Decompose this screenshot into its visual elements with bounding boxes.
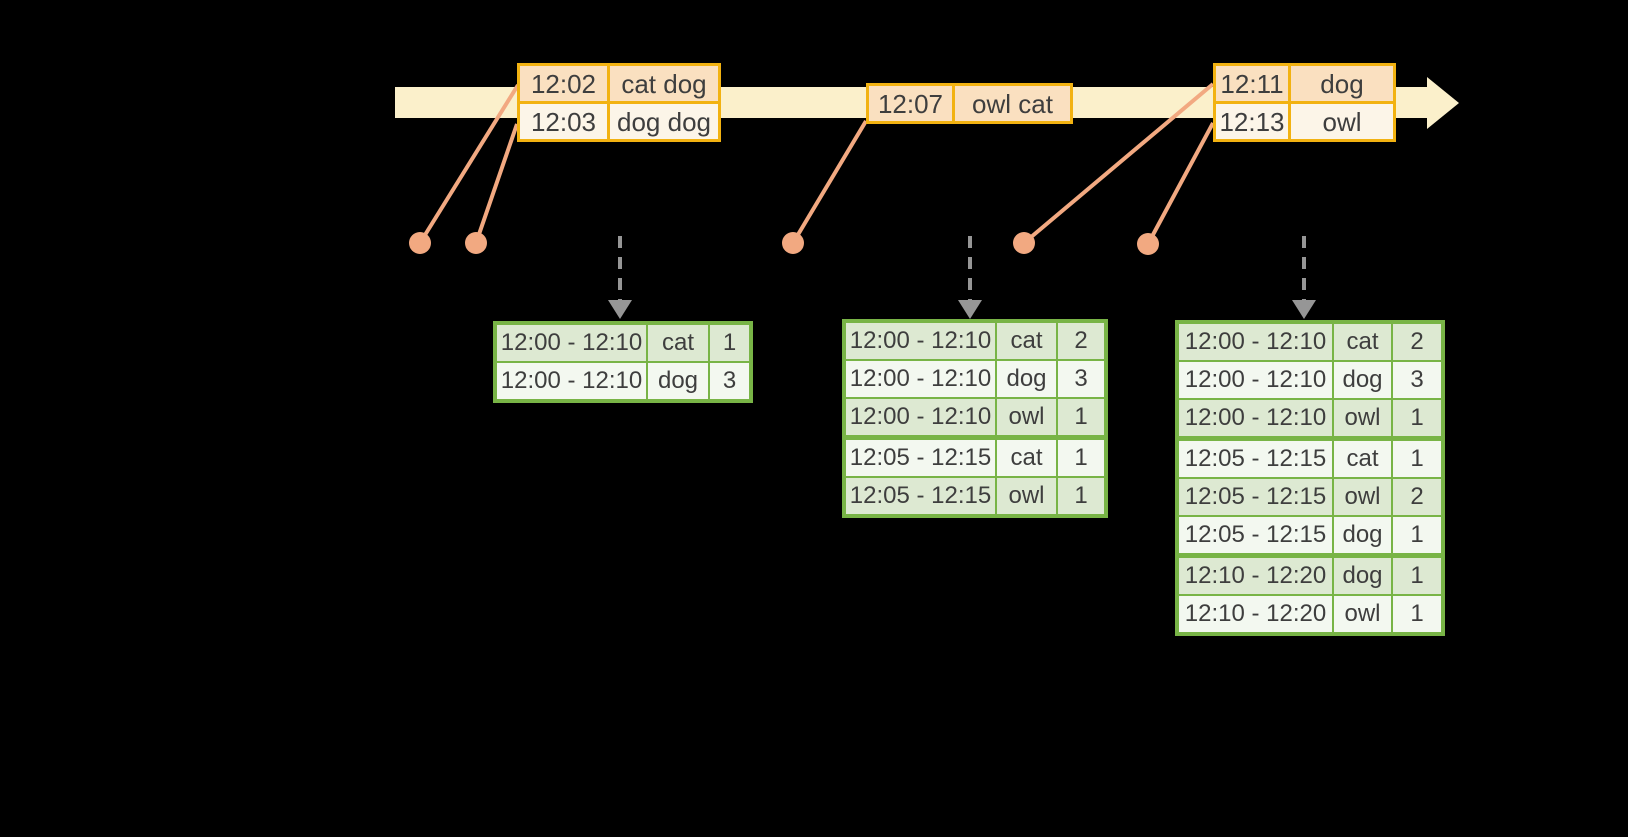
- result-count-cell: 1: [708, 322, 752, 363]
- event-words-cell: owl: [1288, 101, 1396, 142]
- result-count-cell: 2: [1056, 320, 1107, 361]
- result-word-cell: owl: [995, 476, 1058, 517]
- event-words-cell: dog dog: [607, 101, 721, 142]
- event-marker-dot: [465, 232, 487, 254]
- result-count-cell: 1: [1391, 515, 1444, 557]
- result-word-cell: dog: [1332, 553, 1393, 596]
- result-word-cell: owl: [1332, 477, 1393, 517]
- result-window-cell: 12:05 - 12:15: [843, 476, 997, 517]
- result-window-cell: 12:00 - 12:10: [1176, 321, 1334, 362]
- event-time-cell: 12:13: [1213, 101, 1291, 142]
- result-window-cell: 12:00 - 12:10: [494, 361, 648, 402]
- result-window-cell: 12:00 - 12:10: [1176, 398, 1334, 440]
- result-window-cell: 12:10 - 12:20: [1176, 594, 1334, 635]
- trigger-arrowhead: [958, 300, 982, 319]
- result-window-cell: 12:00 - 12:10: [1176, 360, 1334, 400]
- result-window-cell: 12:00 - 12:10: [843, 320, 997, 361]
- trigger-arrowhead: [608, 300, 632, 319]
- result-window-cell: 12:00 - 12:10: [843, 397, 997, 439]
- result-word-cell: cat: [1332, 321, 1393, 362]
- event-marker-dot: [1013, 232, 1035, 254]
- result-word-cell: dog: [1332, 515, 1393, 557]
- event-connector-line: [474, 123, 519, 244]
- result-count-cell: 1: [1391, 436, 1444, 479]
- result-window-cell: 12:05 - 12:15: [1176, 436, 1334, 479]
- result-word-cell: cat: [1332, 436, 1393, 479]
- result-window-cell: 12:00 - 12:10: [843, 359, 997, 399]
- result-word-cell: dog: [646, 361, 710, 402]
- result-count-cell: 3: [1056, 359, 1107, 399]
- result-count-cell: 1: [1056, 435, 1107, 478]
- result-window-cell: 12:10 - 12:20: [1176, 553, 1334, 596]
- event-marker-dot: [782, 232, 804, 254]
- result-count-cell: 3: [708, 361, 752, 402]
- result-window-cell: 12:05 - 12:15: [1176, 477, 1334, 517]
- trigger-arrow-icon: [958, 236, 982, 319]
- result-window-cell: 12:05 - 12:15: [1176, 515, 1334, 557]
- event-connector-line: [1022, 82, 1215, 245]
- result-count-cell: 2: [1391, 477, 1444, 517]
- result-count-cell: 1: [1391, 553, 1444, 596]
- result-count-cell: 1: [1391, 594, 1444, 635]
- event-time-cell: 12:03: [517, 101, 610, 142]
- result-word-cell: cat: [995, 435, 1058, 478]
- result-word-cell: dog: [995, 359, 1058, 399]
- event-connector-line: [1146, 122, 1215, 245]
- result-word-cell: cat: [995, 320, 1058, 361]
- trigger-arrow-icon: [1292, 236, 1316, 319]
- event-words-cell: dog: [1288, 63, 1396, 104]
- result-window-cell: 12:00 - 12:10: [494, 322, 648, 363]
- event-marker-dot: [1137, 233, 1159, 255]
- result-word-cell: owl: [1332, 398, 1393, 440]
- result-count-cell: 1: [1391, 398, 1444, 440]
- event-marker-dot: [409, 232, 431, 254]
- result-count-cell: 3: [1391, 360, 1444, 400]
- timeline-arrowhead-icon: [1427, 77, 1459, 129]
- result-count-cell: 1: [1056, 397, 1107, 439]
- trigger-arrow-icon: [608, 236, 632, 319]
- event-time-cell: 12:02: [517, 63, 610, 104]
- result-window-cell: 12:05 - 12:15: [843, 435, 997, 478]
- result-word-cell: owl: [995, 397, 1058, 439]
- event-time-cell: 12:11: [1213, 63, 1291, 104]
- result-count-cell: 2: [1391, 321, 1444, 362]
- event-words-cell: owl cat: [952, 83, 1073, 124]
- event-time-cell: 12:07: [866, 83, 955, 124]
- event-connector-line: [418, 83, 520, 245]
- result-word-cell: cat: [646, 322, 710, 363]
- event-connector-line: [791, 119, 868, 245]
- result-count-cell: 1: [1056, 476, 1107, 517]
- event-words-cell: cat dog: [607, 63, 721, 104]
- result-word-cell: dog: [1332, 360, 1393, 400]
- result-word-cell: owl: [1332, 594, 1393, 635]
- trigger-arrowhead: [1292, 300, 1316, 319]
